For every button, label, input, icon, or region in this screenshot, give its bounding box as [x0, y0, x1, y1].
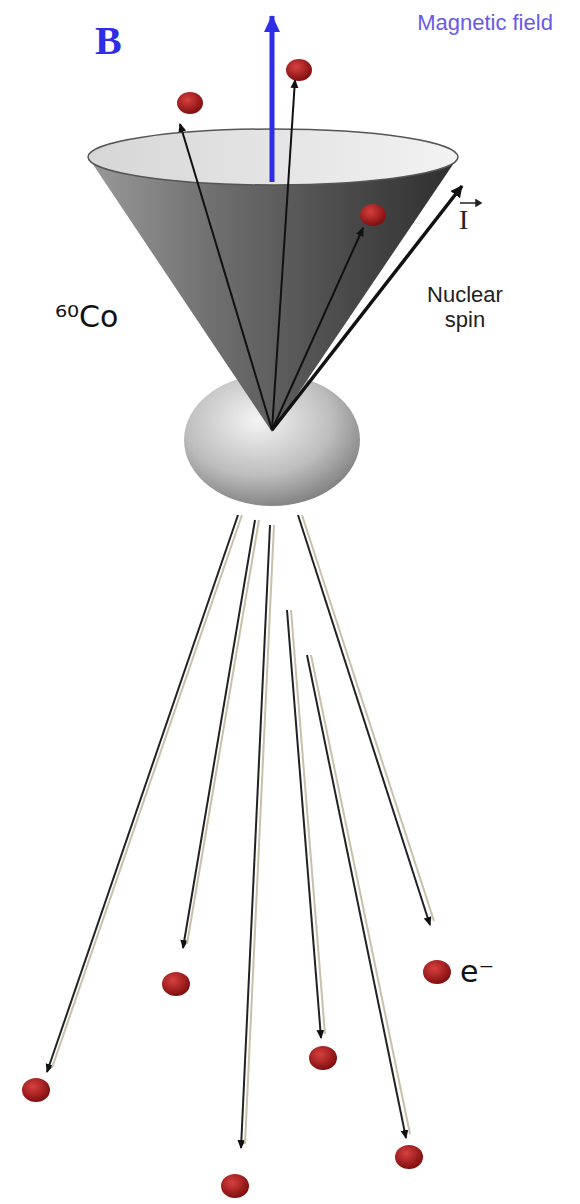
arrow-shading: [52, 515, 434, 1144]
isotope-label: ⁶⁰Co: [55, 300, 165, 335]
spin-label: Nuclear spin: [405, 282, 525, 333]
electron-label: e⁻: [460, 955, 540, 990]
spin-symbol: I: [459, 204, 489, 236]
emitted-electron-dots: [22, 960, 451, 1198]
emission-arrows: [47, 515, 430, 1148]
nuclear-spin-arrow: [272, 186, 462, 430]
field-label: Magnetic field: [400, 10, 570, 35]
field-symbol: B: [95, 18, 155, 64]
precession-cone: [88, 157, 458, 432]
electron-dots: [177, 59, 386, 226]
magnetic-field-arrow: [270, 16, 275, 182]
